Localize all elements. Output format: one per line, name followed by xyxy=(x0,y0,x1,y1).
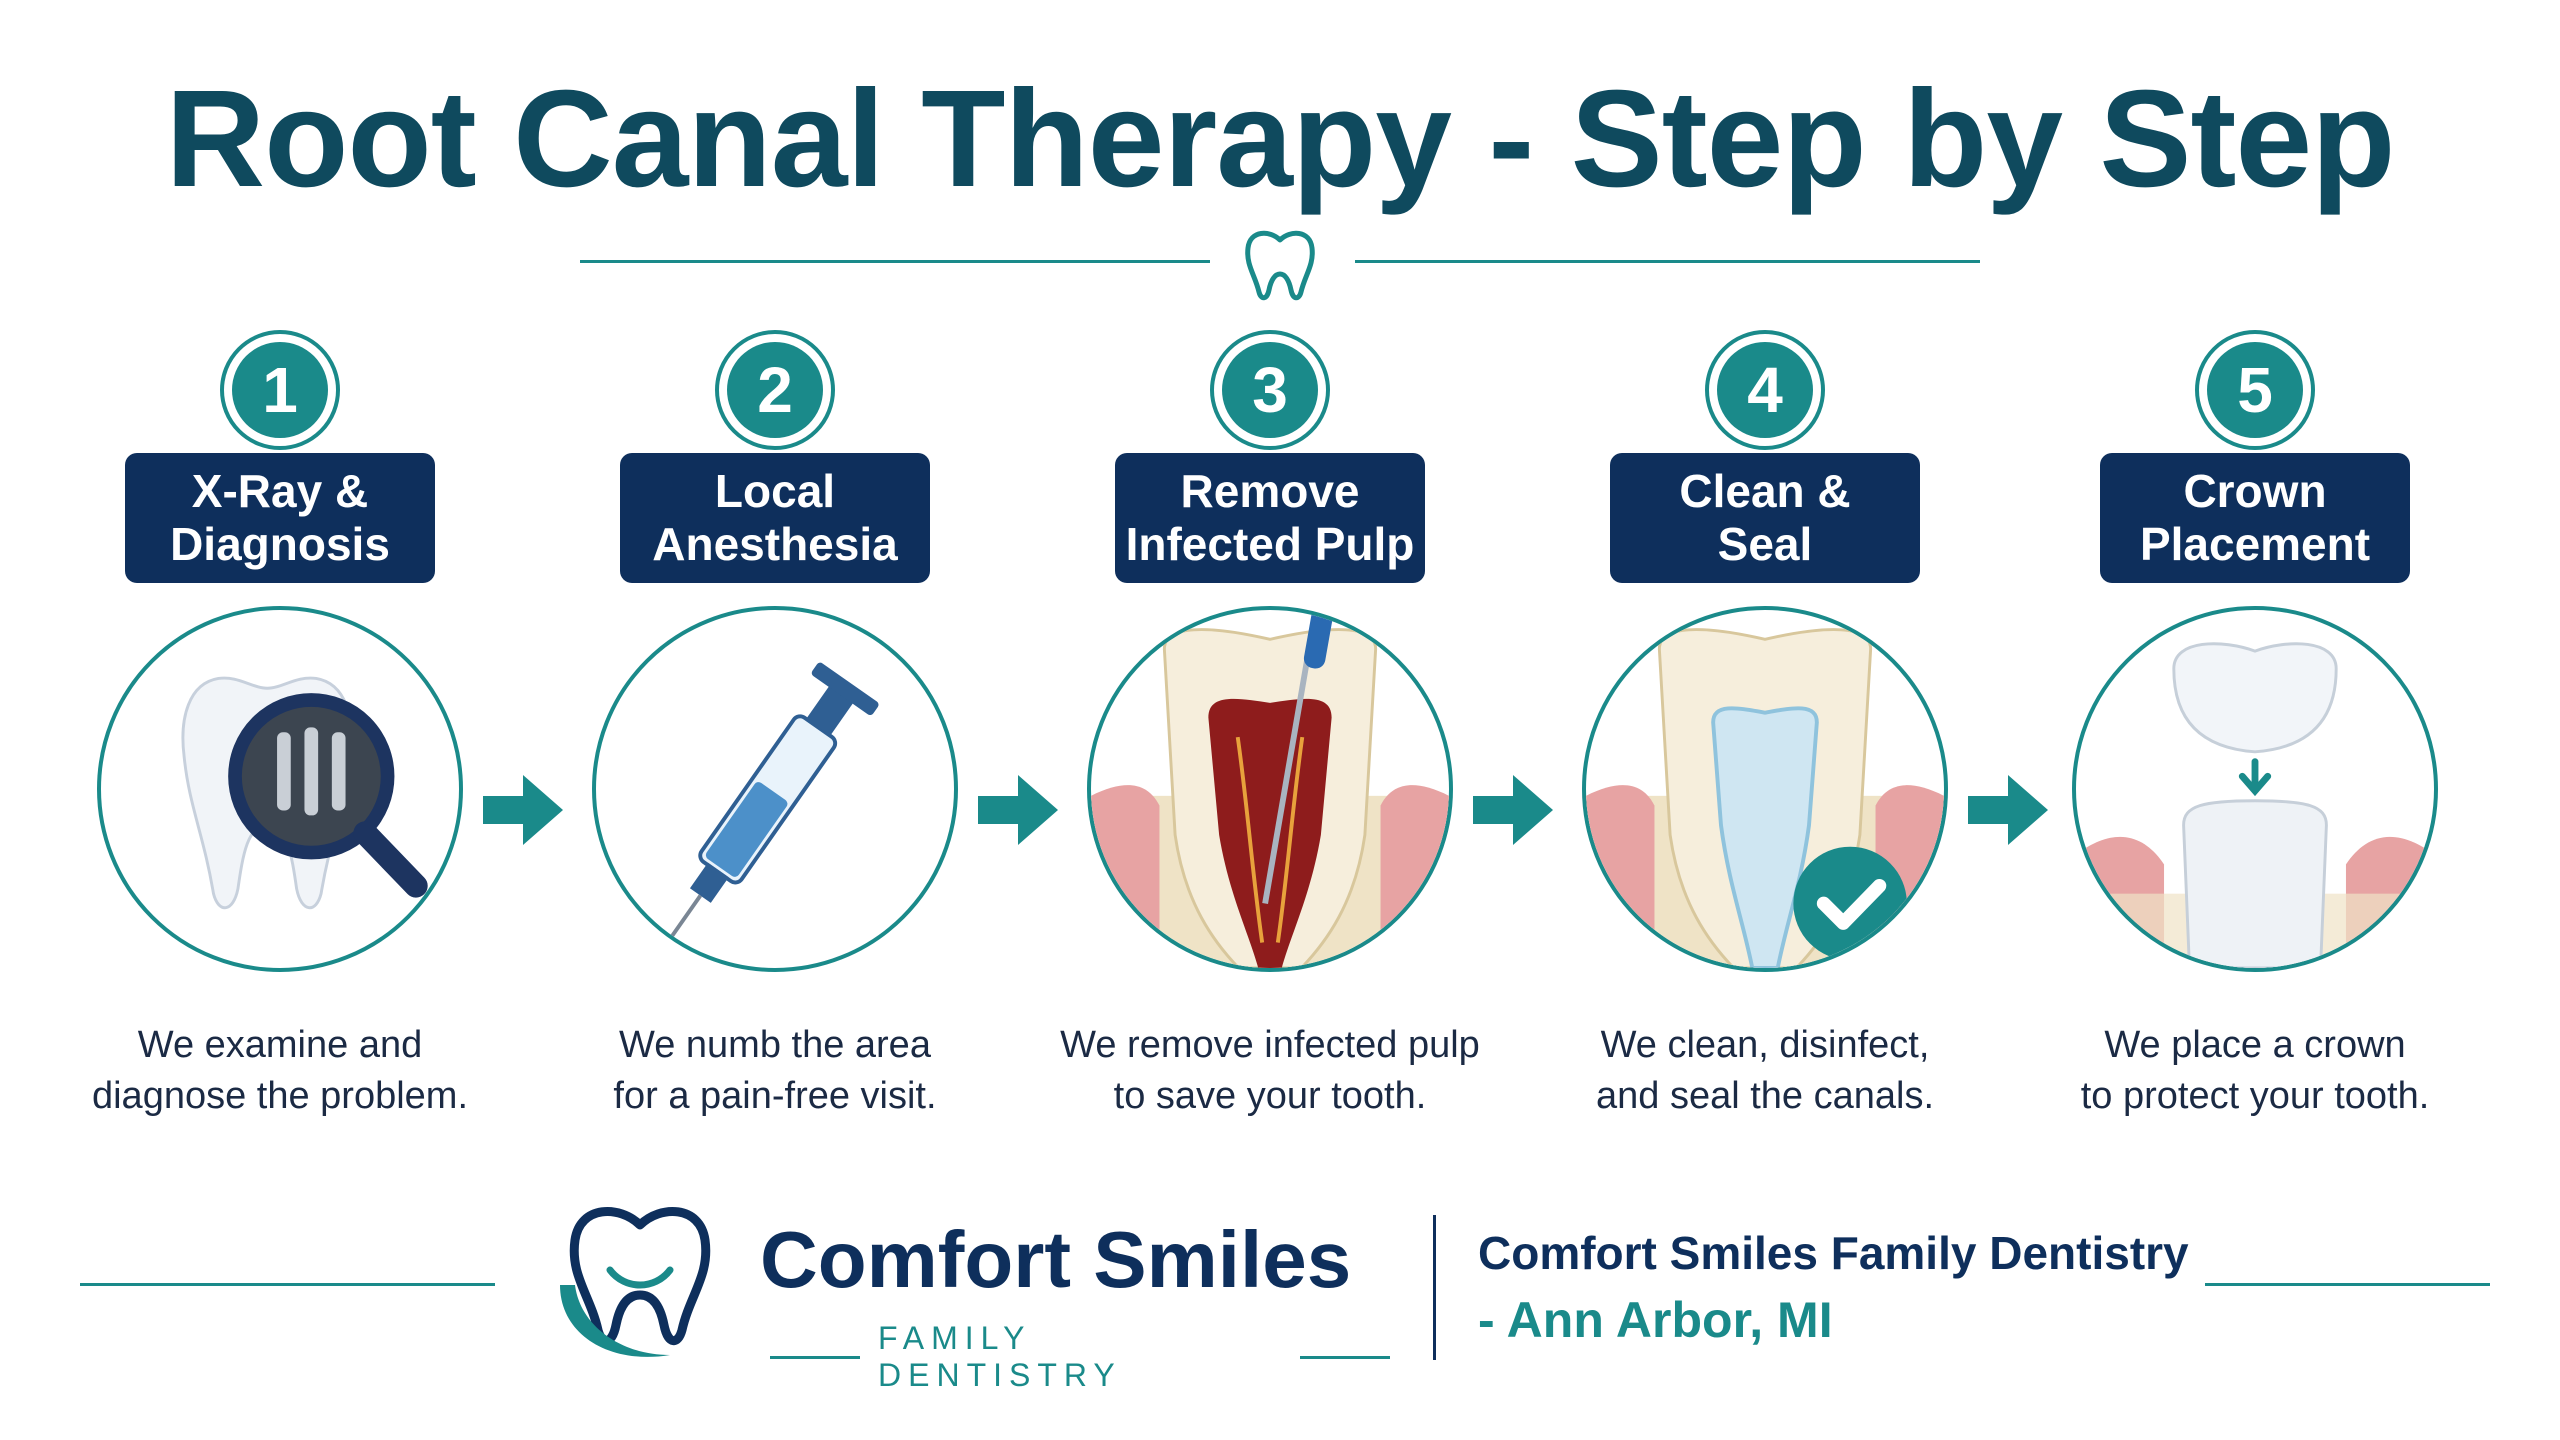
practice-name: Comfort Smiles Family Dentistry xyxy=(1478,1227,2189,1279)
step-label: X-Ray & Diagnosis xyxy=(125,453,435,583)
logo-subtitle-row: FAMILY DENTISTRY xyxy=(770,1320,1390,1394)
step-number-badge: 5 xyxy=(2195,330,2315,450)
step-description: We examine and diagnose the problem. xyxy=(91,1024,469,1118)
footer-divider xyxy=(1433,1215,1436,1360)
step-number: 2 xyxy=(727,342,823,438)
tooth-icon xyxy=(1235,220,1325,310)
sealed-tooth-check-icon xyxy=(1582,606,1948,972)
tooth-file-icon xyxy=(1087,606,1453,972)
crown-placement-icon xyxy=(2072,606,2438,972)
arrow-right-icon xyxy=(1468,770,1558,850)
step-number: 3 xyxy=(1222,342,1318,438)
logo-name: Comfort Smiles xyxy=(760,1215,1352,1304)
step-description: We clean, disinfect, and seal the canals… xyxy=(1595,1024,1934,1118)
step-description: We numb the area for a pain-free visit. xyxy=(613,1024,937,1118)
logo-tooth-icon xyxy=(550,1195,730,1365)
step-label: Remove Infected Pulp xyxy=(1115,453,1425,583)
step-number-badge: 4 xyxy=(1705,330,1825,450)
practice-location: - Ann Arbor, MI xyxy=(1478,1292,1833,1348)
step-label: Crown Placement xyxy=(2100,453,2410,583)
logo-dash-left xyxy=(770,1355,860,1359)
step-number: 1 xyxy=(232,342,328,438)
syringe-icon xyxy=(592,606,958,972)
step-number: 4 xyxy=(1717,342,1813,438)
step-label: Clean & Seal xyxy=(1610,453,1920,583)
footer-rule-right xyxy=(2205,1283,2490,1286)
magnifier-xray-icon xyxy=(97,606,463,972)
title-rule-right xyxy=(1355,260,1980,263)
step-number-badge: 2 xyxy=(715,330,835,450)
step-description: We remove infected pulp to save your too… xyxy=(1060,1024,1480,1118)
arrow-right-icon xyxy=(973,770,1063,850)
arrow-right-icon xyxy=(1963,770,2053,850)
step-description: We place a crown to protect your tooth. xyxy=(2080,1024,2430,1118)
logo-subtitle: FAMILY DENTISTRY xyxy=(878,1320,1122,1393)
step-number-badge: 3 xyxy=(1210,330,1330,450)
logo-dash-right xyxy=(1300,1355,1390,1359)
arrow-right-icon xyxy=(478,770,568,850)
title-rule-left xyxy=(580,260,1210,263)
step-number: 5 xyxy=(2207,342,2303,438)
page-title: Root Canal Therapy - Step by Step xyxy=(165,62,2396,216)
step-label: Local Anesthesia xyxy=(620,453,930,583)
step-number-badge: 1 xyxy=(220,330,340,450)
footer-rule-left xyxy=(80,1283,495,1286)
